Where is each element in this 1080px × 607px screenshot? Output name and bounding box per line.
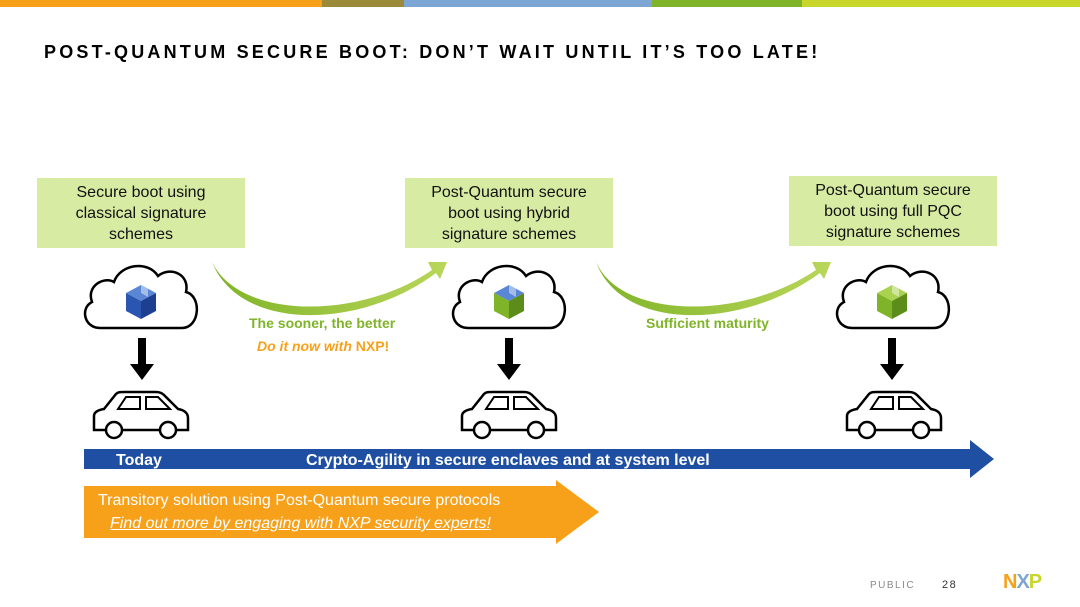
stage-box-classical: Secure boot using classical signature sc… — [37, 178, 245, 248]
bar-segment-orange — [0, 0, 322, 7]
transitory-label: Transitory solution using Post-Quantum s… — [98, 492, 501, 509]
logo-letter-n: N — [1003, 571, 1017, 593]
slide-title: POST-QUANTUM SECURE BOOT: DON’T WAIT UNT… — [44, 42, 821, 62]
logo-letter-p: P — [1028, 571, 1042, 593]
top-color-bar — [0, 0, 1080, 7]
logo-letter-x: X — [1016, 571, 1029, 593]
down-arrow-icon — [880, 338, 904, 380]
do-it-now-text: Do it now with — [257, 338, 356, 354]
hybrid-cube-icon — [494, 285, 524, 319]
bar-segment-green — [652, 0, 802, 7]
car-icon — [460, 390, 558, 440]
car-icon — [845, 390, 943, 440]
down-arrow-icon — [497, 338, 521, 380]
blue-cube-icon — [126, 285, 156, 319]
transition-label-sooner: The sooner, the better — [249, 315, 396, 331]
green-cube-icon — [877, 285, 907, 319]
transition-label-maturity: Sufficient maturity — [646, 315, 769, 331]
nxp-logo: NXP — [1003, 571, 1042, 594]
find-out-more-link[interactable]: Find out more by engaging with NXP secur… — [110, 515, 491, 532]
down-arrow-icon — [130, 338, 154, 380]
transition-label-do-it-now: Do it now with NXP! — [257, 338, 389, 354]
timeline-main-label: Crypto-Agility in secure enclaves and at… — [306, 452, 710, 469]
stage-box-full-pqc: Post-Quantum secure boot using full PQC … — [789, 176, 997, 246]
timeline-today-label: Today — [116, 452, 162, 469]
stage-box-hybrid: Post-Quantum secure boot using hybrid si… — [405, 178, 613, 248]
bar-segment-blue — [404, 0, 652, 7]
bar-segment-lime — [802, 0, 1080, 7]
bar-segment-olive — [322, 0, 404, 7]
classification-label: PUBLIC — [870, 580, 916, 591]
page-number: 28 — [942, 579, 958, 591]
transitory-arrow — [84, 480, 599, 544]
timeline-arrow — [84, 440, 994, 478]
car-icon — [92, 390, 190, 440]
nxp-brand-text: NXP! — [355, 338, 390, 354]
